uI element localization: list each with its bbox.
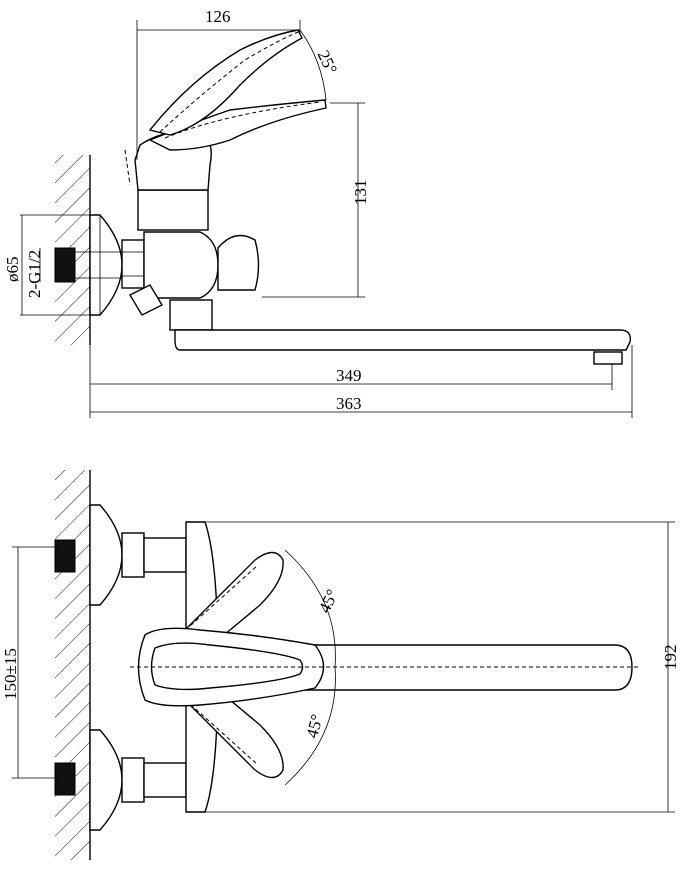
dim-top-width: 126 <box>205 7 231 26</box>
dim-flange-diameter: ø65 <box>3 257 22 283</box>
upper-flange <box>89 504 123 606</box>
lower-flange <box>89 729 123 831</box>
wall-hatch-bottom <box>55 470 90 860</box>
top-view: 45° 45° 192 150±15 <box>1 470 680 860</box>
mixer-body <box>137 189 209 231</box>
dim-spout-reach: 349 <box>336 366 362 385</box>
side-view: 126 25° 131 ø65 2-G1/2 349 363 <box>3 7 633 418</box>
dim-center-distance: 150±15 <box>1 648 20 700</box>
dim-lever-angle: 25° <box>314 47 341 77</box>
dim-lever-angle-upper: 45° <box>315 586 342 616</box>
dim-height: 131 <box>351 180 370 206</box>
dim-thread: 2-G1/2 <box>25 250 44 298</box>
dim-total-length: 363 <box>336 394 362 413</box>
dim-lever-angle-lower: 45° <box>302 712 327 740</box>
wall-flange <box>89 214 123 316</box>
lever-handle <box>148 99 327 151</box>
thread-connector <box>54 247 76 283</box>
spout <box>174 329 631 351</box>
dim-depth: 192 <box>661 645 680 671</box>
